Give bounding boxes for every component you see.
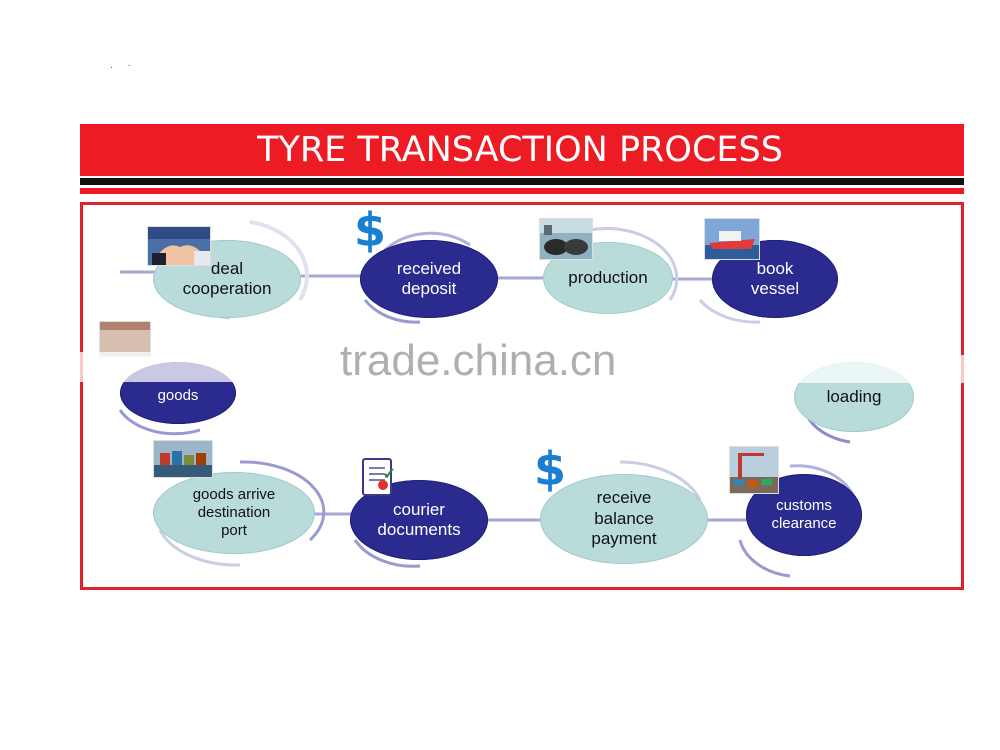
banner-red-rule (80, 188, 964, 194)
checkmark-icon: ✓ (382, 466, 396, 483)
dollar-icon: $ (354, 203, 387, 257)
step-deal-cooperation[interactable]: deal cooperation (153, 240, 301, 318)
step-label: goods arrive destination port (192, 486, 276, 539)
blurred-region-left (76, 352, 246, 382)
step-received-deposit[interactable]: received deposit (360, 240, 498, 318)
step-receive-balance-payment[interactable]: receive balance payment (540, 474, 708, 564)
factory-photo (539, 218, 593, 260)
step-label: received deposit (396, 258, 462, 298)
step-goods-arrive-destination-port[interactable]: goods arrive destination port (153, 472, 315, 554)
stray-dots: . · (110, 60, 137, 71)
step-label: deal cooperation (182, 258, 272, 298)
step-label: customs clearance (771, 497, 837, 532)
page-title: TYRE TRANSACTION PROCESS (257, 130, 783, 170)
handshake-photo (147, 226, 211, 266)
dollar-icon: $ (534, 442, 567, 496)
blurred-region-right (786, 355, 966, 383)
step-label: receive balance payment (591, 488, 657, 549)
step-label: book vessel (750, 258, 800, 298)
banner-black-rule (80, 178, 964, 185)
step-label: goods (157, 387, 199, 404)
port-crane-photo (729, 446, 779, 494)
ship-photo (704, 218, 760, 260)
watermark-text: trade.china.cn (340, 336, 617, 385)
title-banner: TYRE TRANSACTION PROCESS (80, 124, 964, 176)
process-frame (80, 202, 964, 590)
step-label: production (568, 267, 648, 287)
step-label: loading (826, 386, 882, 406)
step-label: courier documents (377, 499, 461, 539)
cargo-ship-photo (153, 440, 213, 478)
document-icon: ✓ (362, 458, 396, 496)
